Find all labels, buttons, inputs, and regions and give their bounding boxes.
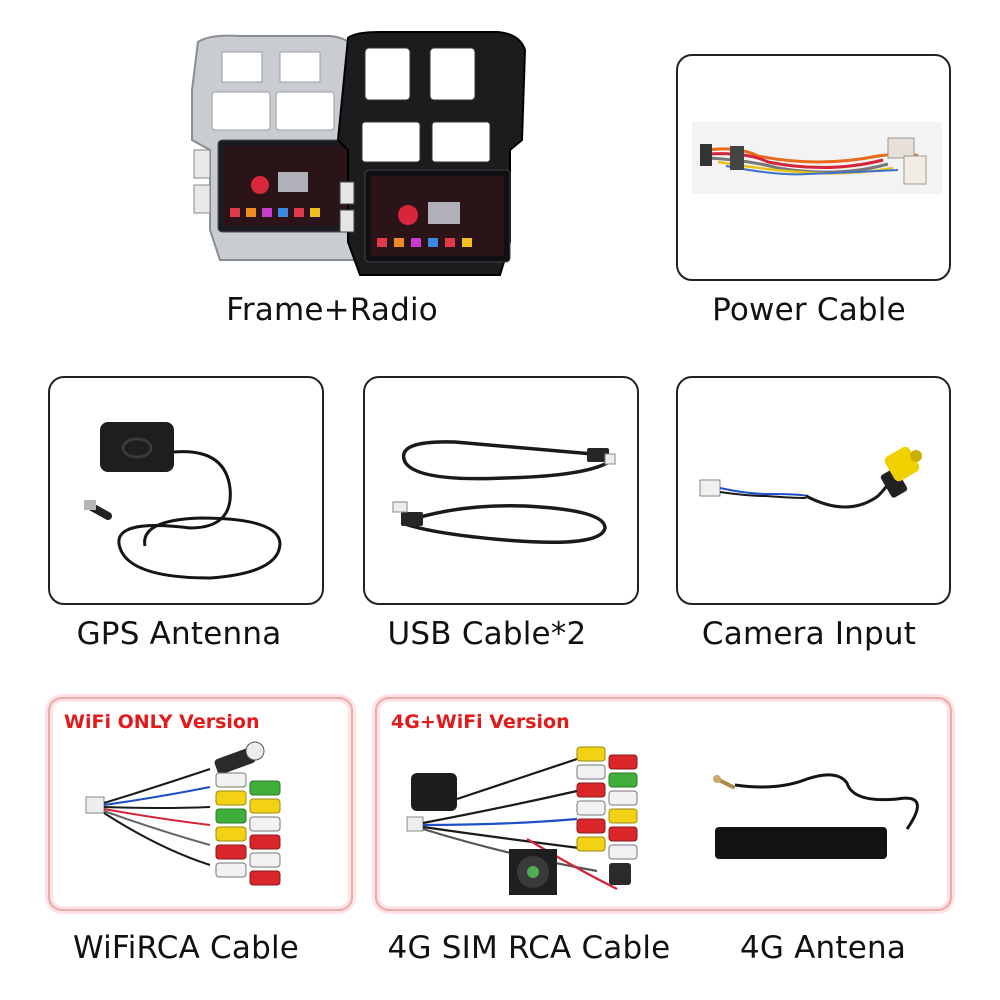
- wifi-rca-cable-label: WiFiRCA Cable: [72, 930, 300, 966]
- camera-input-box: [676, 376, 951, 605]
- camera-input-label: Camera Input: [701, 616, 917, 652]
- rca-plug-icon: [699, 446, 922, 509]
- car-radio-frame-icon: [191, 31, 527, 276]
- wire-harness-icon: [692, 122, 942, 194]
- rca-harness-icon: [85, 741, 281, 886]
- wifi-4g-version-box: 4G+WiFi Version: [375, 697, 952, 911]
- power-cable-box: [676, 54, 951, 281]
- wifi-only-version-label: WiFi ONLY Version: [64, 711, 260, 733]
- lte-antenna-icon: [713, 773, 919, 859]
- gps-puck-icon: [84, 422, 282, 580]
- wifi-only-version-box: WiFi ONLY Version: [48, 697, 353, 911]
- wifi-4g-version-label: 4G+WiFi Version: [391, 711, 570, 733]
- sim-rca-cable-label: 4G SIM RCA Cable: [387, 930, 671, 966]
- rca-harness-fan-icon: [406, 746, 638, 895]
- frame-radio-product: [180, 30, 540, 280]
- power-cable-label: Power Cable: [712, 292, 906, 328]
- usb-cable-icon: [392, 440, 616, 545]
- frame-radio-label: Frame+Radio: [226, 292, 438, 328]
- usb-cable-box: [363, 376, 639, 605]
- gps-antenna-label: GPS Antenna: [76, 616, 282, 652]
- gps-antenna-box: [48, 376, 324, 605]
- usb-cable-label: USB Cable*2: [387, 616, 587, 652]
- 4g-antenna-label: 4G Antena: [739, 930, 907, 966]
